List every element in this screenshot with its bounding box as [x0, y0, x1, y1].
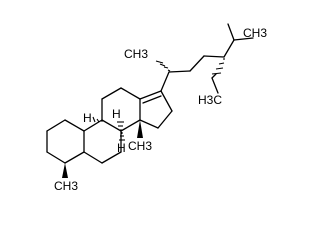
bond	[223, 39, 235, 58]
ring-skeleton	[46, 23, 254, 164]
hashed-bond	[159, 63, 166, 67]
stereo-bonds	[62, 58, 225, 178]
hydrogen-label: H	[117, 141, 126, 155]
bond	[120, 119, 141, 132]
bond	[139, 90, 162, 100]
wedge-bond	[137, 120, 143, 138]
bond	[64, 119, 85, 132]
methyl-label: CH3	[128, 139, 152, 153]
methyl-label: CH3	[243, 26, 267, 40]
bond	[160, 90, 173, 112]
atom-labels: H H H CH3 CH3 H3C CH3 CH3	[54, 26, 267, 193]
bond	[157, 110, 173, 129]
hydrogen-label: H	[83, 111, 92, 125]
methyl-label: CH3	[124, 47, 148, 61]
ethyl-label: H3C	[198, 93, 222, 107]
wedge-bond	[62, 163, 68, 178]
bond	[142, 95, 162, 104]
hashed-bond	[163, 66, 169, 69]
methyl-label: CH3	[54, 179, 78, 193]
bond	[168, 70, 191, 73]
bond	[101, 119, 122, 132]
bond	[160, 71, 170, 92]
bond	[101, 151, 122, 164]
bond	[233, 37, 254, 41]
hashed-bond	[218, 62, 225, 65]
structure-diagram: H H H CH3 CH3 H3C CH3 CH3	[46, 23, 267, 193]
hashed-bond	[92, 116, 96, 123]
bond	[101, 87, 122, 100]
hashed-bond	[155, 60, 164, 64]
bond	[46, 151, 66, 164]
hashed-bond	[96, 118, 100, 123]
bond	[211, 77, 219, 94]
hashed-bond	[215, 67, 224, 70]
bond	[46, 119, 66, 132]
hashed-bond	[167, 69, 171, 72]
bond	[139, 119, 159, 129]
bond	[83, 151, 103, 164]
bond	[64, 151, 85, 164]
bond	[227, 23, 235, 41]
hashed-bond	[211, 72, 222, 75]
bond	[189, 55, 205, 72]
bond	[203, 55, 225, 58]
bond	[120, 87, 141, 100]
bond	[211, 73, 217, 79]
hydrogen-label: H	[112, 107, 121, 121]
